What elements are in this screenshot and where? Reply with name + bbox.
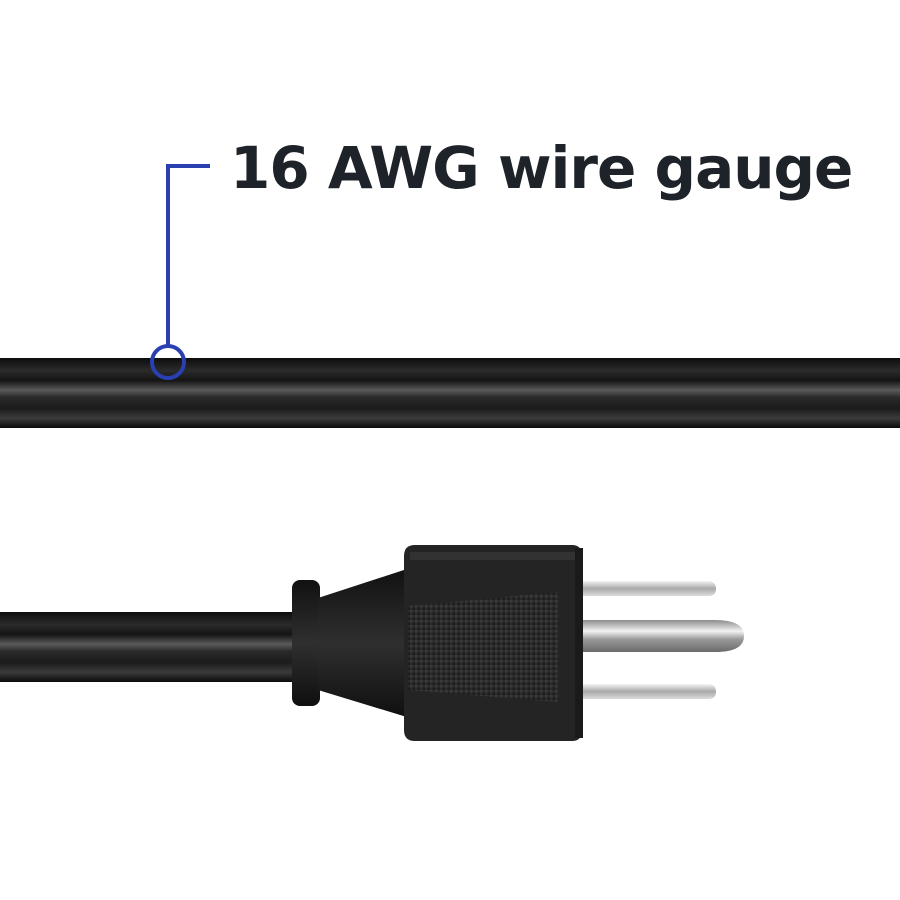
power-cord-cable-top — [0, 358, 900, 428]
callout-leader — [150, 164, 210, 380]
power-cord-cable-bottom — [0, 612, 300, 682]
wire-gauge-label: 16 AWG wire gauge — [230, 134, 853, 202]
plug-icon — [292, 545, 744, 741]
callout-marker-icon — [150, 344, 186, 380]
